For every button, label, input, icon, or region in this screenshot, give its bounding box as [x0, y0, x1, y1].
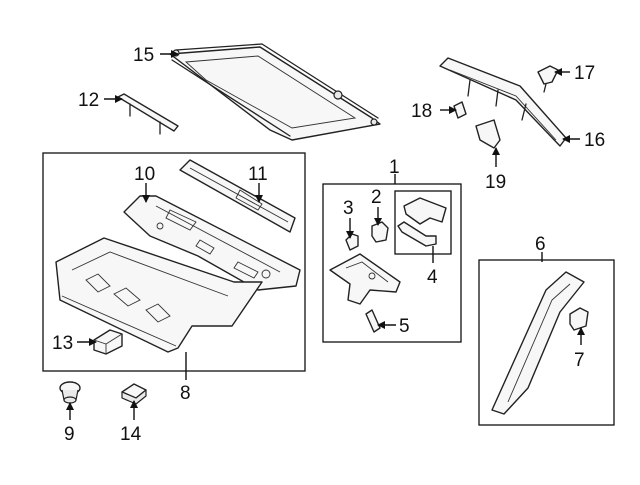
callout-9: 9 [64, 424, 75, 445]
part-12-bracket [117, 93, 179, 135]
group-box-1 [322, 183, 462, 343]
part-10-package-tray [123, 195, 301, 291]
callout-8: 8 [180, 383, 191, 404]
part-4-brackets [397, 197, 447, 247]
part-8-rear-shelf [55, 237, 263, 353]
callout-5: 5 [399, 316, 410, 337]
part-7-clip [569, 307, 589, 331]
callout-10: 10 [134, 164, 155, 185]
callout-2: 2 [371, 187, 382, 208]
callout-4: 4 [427, 267, 438, 288]
callout-7: 7 [574, 350, 585, 371]
part-17-push-clip [537, 65, 559, 93]
part-11-trim-strip [179, 159, 296, 233]
callout-1: 1 [389, 157, 400, 178]
callout-15: 15 [133, 45, 154, 66]
part-18-clip [453, 101, 467, 119]
callout-3: 3 [343, 198, 354, 219]
leader-lines [66, 50, 585, 420]
part-19-bracket [475, 119, 501, 149]
group-box-4 [394, 190, 452, 255]
part-3-clip [345, 233, 359, 251]
callout-17: 17 [574, 63, 595, 84]
part-1-bracket-assembly [329, 253, 401, 305]
callout-12: 12 [78, 90, 99, 111]
callout-16: 16 [584, 130, 605, 151]
callout-19: 19 [485, 172, 506, 193]
callout-labels: 1 2 3 4 5 6 7 8 9 10 11 12 13 14 15 16 1… [52, 45, 605, 445]
callout-14: 14 [120, 424, 142, 445]
part-14-clip [121, 383, 147, 405]
callout-13: 13 [52, 333, 73, 354]
part-5-pin [365, 309, 381, 333]
part-6-pillar-trim [491, 271, 585, 415]
callout-6: 6 [535, 234, 546, 255]
part-9-grommet [59, 381, 81, 404]
part-13-clip [93, 329, 123, 355]
callout-18: 18 [411, 101, 432, 122]
part-16-trim-strip [439, 57, 567, 147]
group-box-6 [478, 259, 615, 426]
part-2-clip [371, 221, 389, 243]
group-box-8 [42, 152, 306, 372]
callout-11: 11 [248, 164, 268, 185]
part-15-cargo-net-frame [169, 43, 381, 141]
